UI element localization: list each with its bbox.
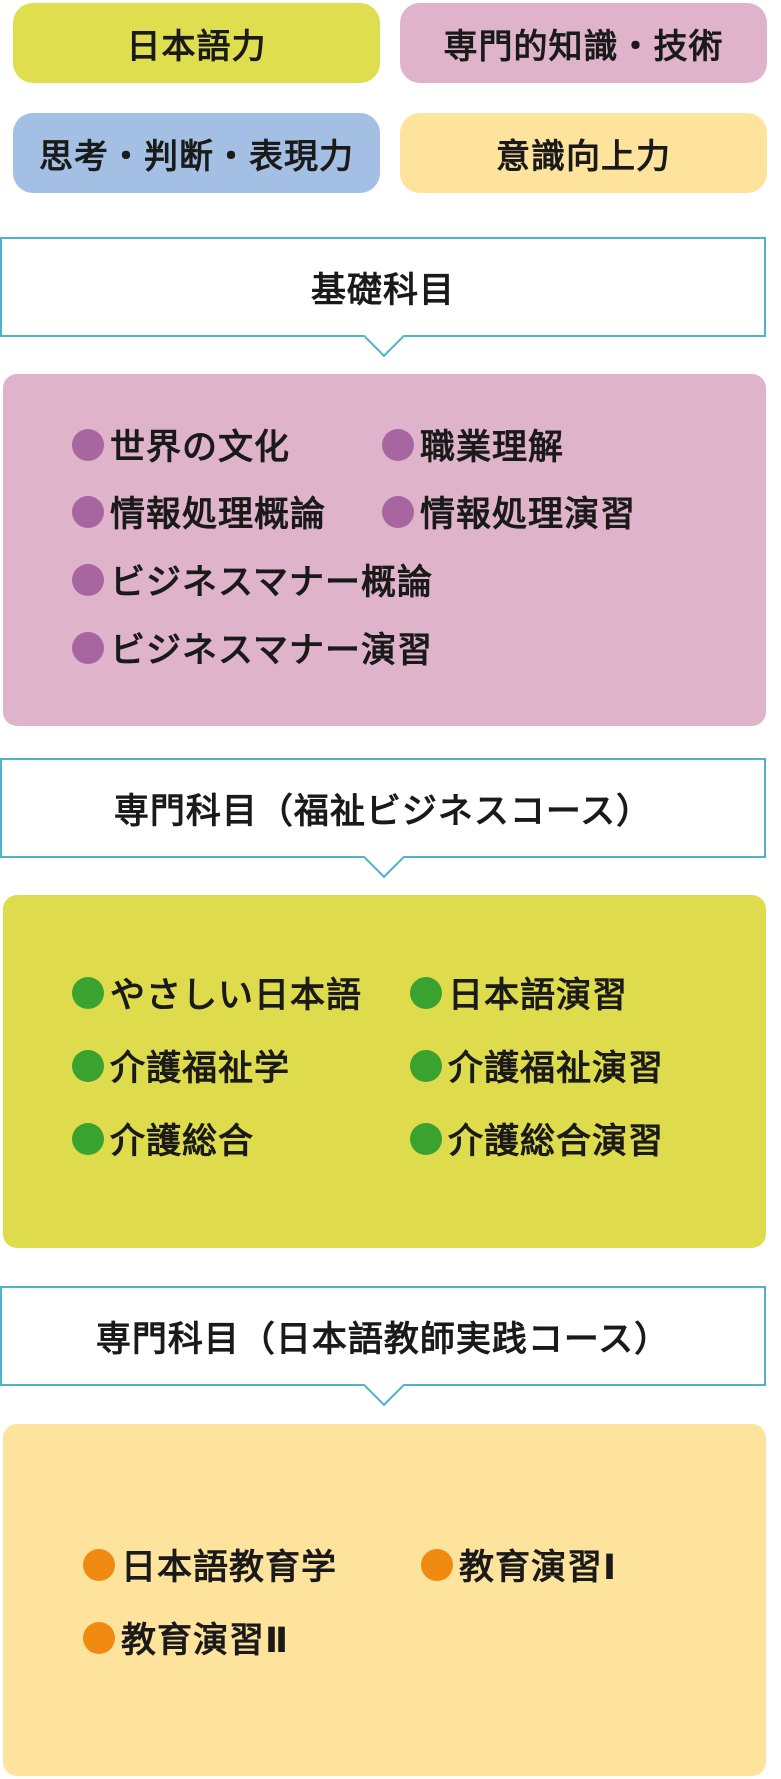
bullet-dot-icon (72, 976, 104, 1009)
list-item: やさしい日本語 (72, 967, 362, 1018)
section-title: 専門科目（日本語教師実践コース） (95, 1319, 671, 1360)
course-label: 介護福祉学 (110, 1049, 291, 1089)
section-header-basic: 基礎科目 (0, 237, 766, 337)
tag-thinking-expression: 思考・判断・表現力 (13, 113, 380, 193)
course-label: ビジネスマナー概論 (110, 563, 433, 603)
bullet-dot-icon (421, 1548, 453, 1581)
course-label: ビジネスマナー演習 (110, 631, 433, 671)
bullet-dot-icon (72, 1049, 104, 1082)
course-label: 情報処理概論 (110, 495, 327, 535)
section-title: 専門科目（福祉ビジネスコース） (113, 791, 653, 832)
bullet-dot-icon (72, 563, 104, 596)
section-title: 基礎科目 (310, 270, 455, 311)
course-label: 世界の文化 (110, 428, 291, 468)
course-label: 日本語教育学 (121, 1548, 338, 1588)
list-item: ビジネスマナー演習 (72, 622, 433, 673)
course-panel-basic: 世界の文化 職業理解 情報処理概論 情報処理演習 ビジネスマナー概論 ビジネスマ… (3, 374, 766, 726)
course-label: やさしい日本語 (110, 976, 363, 1016)
course-label: 教育演習Ⅱ (121, 1621, 290, 1661)
bullet-dot-icon (410, 1122, 442, 1155)
list-item: 職業理解 (382, 419, 564, 470)
bullet-dot-icon (382, 428, 414, 461)
list-item: 介護福祉演習 (410, 1040, 664, 1091)
section-header-welfare-business: 専門科目（福祉ビジネスコース） (0, 758, 766, 858)
tag-specialized-knowledge: 専門的知識・技術 (400, 3, 767, 83)
bullet-dot-icon (83, 1621, 115, 1654)
list-item: ビジネスマナー概論 (72, 554, 433, 605)
bullet-dot-icon (72, 631, 104, 664)
course-label: 日本語演習 (448, 976, 629, 1016)
bullet-dot-icon (83, 1548, 115, 1581)
tag-awareness: 意識向上力 (400, 113, 767, 193)
bullet-dot-icon (410, 1049, 442, 1082)
list-item: 教育演習Ⅰ (421, 1539, 617, 1590)
list-item: 日本語教育学 (83, 1539, 337, 1590)
list-item: 日本語演習 (410, 967, 628, 1018)
bullet-dot-icon (382, 495, 414, 528)
course-panel-japanese-teacher: 日本語教育学 教育演習Ⅰ 教育演習Ⅱ (3, 1424, 766, 1776)
course-label: 教育演習Ⅰ (459, 1548, 618, 1588)
list-item: 教育演習Ⅱ (83, 1612, 289, 1663)
bullet-dot-icon (410, 976, 442, 1009)
list-item: 介護総合 (72, 1113, 254, 1164)
course-label: 職業理解 (420, 428, 565, 468)
list-item: 介護福祉学 (72, 1040, 290, 1091)
bullet-dot-icon (72, 428, 104, 461)
bullet-dot-icon (72, 1122, 104, 1155)
tag-japanese-ability: 日本語力 (13, 3, 380, 83)
list-item: 情報処理概論 (72, 486, 326, 537)
course-label: 介護福祉演習 (448, 1049, 665, 1089)
section-header-japanese-teacher: 専門科目（日本語教師実践コース） (0, 1286, 766, 1386)
course-label: 情報処理演習 (420, 495, 637, 535)
bullet-dot-icon (72, 495, 104, 528)
course-panel-welfare-business: やさしい日本語 日本語演習 介護福祉学 介護福祉演習 介護総合 介護総合演習 (3, 895, 766, 1248)
list-item: 介護総合演習 (410, 1113, 664, 1164)
list-item: 世界の文化 (72, 419, 290, 470)
course-label: 介護総合演習 (448, 1122, 665, 1162)
list-item: 情報処理演習 (382, 486, 636, 537)
course-label: 介護総合 (110, 1122, 255, 1162)
